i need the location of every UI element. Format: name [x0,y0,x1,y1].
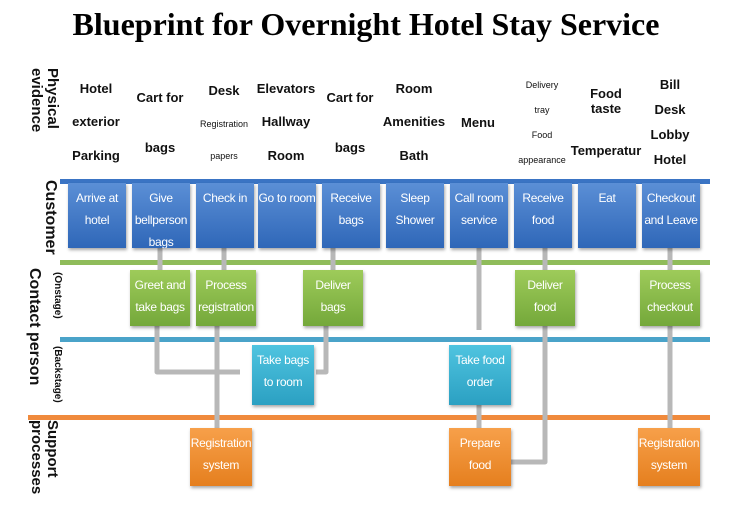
arrow [154,326,240,375]
customer-step: Checkout and Leave [642,183,700,248]
evidence-text: Bath [399,147,429,163]
onstage-step: Process registration [196,270,256,326]
evidence-cell: Menu [446,72,510,172]
evidence-cell: Cart for bags [318,72,382,172]
evidence-text: Hallway [261,114,311,130]
evidence-text: Lobby [650,127,690,142]
evidence-text: tray [534,104,550,115]
evidence-text: Menu [461,114,495,130]
support-step: Prepare food [449,428,511,486]
line-of-interaction [60,260,710,265]
onstage-step: Deliver bags [303,270,363,326]
customer-step: Receive food [514,183,572,248]
arrow [508,326,548,465]
customer-step: Call room service [450,183,508,248]
evidence-text: Room [395,81,433,97]
evidence-text: Food [531,129,553,140]
onstage-step: Process checkout [640,270,700,326]
customer-step: Arrive at hotel [68,183,126,248]
customer-step: Check in [196,183,254,248]
evidence-cell: Cart for bags [128,72,192,172]
customer-step: Give bellperson bags [132,183,190,248]
evidence-text: bags [144,139,176,155]
evidence-text: Bill [659,77,681,92]
support-step: Registration system [638,428,700,486]
evidence-text: appearance [518,154,566,165]
customer-step: Receive bags [322,183,380,248]
arrow [316,326,329,375]
evidence-text: Parking [72,147,120,163]
diagram-title: Blueprint for Overnight Hotel Stay Servi… [72,6,660,42]
evidence-text: bags [334,139,366,155]
evidence-text: exterior [72,114,120,130]
evidence-text: Desk [654,102,686,117]
evidence-text: Hotel [653,152,687,167]
line-of-internal-interaction [28,415,710,420]
support-step: Registration system [190,428,252,486]
evidence-text: Delivery [525,79,559,90]
evidence-text: Temperatur [570,143,642,159]
line-of-visibility [60,337,710,342]
customer-step: Sleep Shower [386,183,444,248]
customer-lane-line [60,179,710,184]
evidence-text: Cart for [326,89,374,105]
evidence-text: Food taste [590,85,622,116]
evidence-text: Desk [208,82,240,98]
backstage-step: Take food order [449,345,511,405]
onstage-step: Deliver food [515,270,575,326]
evidence-text: Registration [199,119,249,130]
customer-step: Eat [578,183,636,248]
evidence-text: Hotel [79,81,113,97]
backstage-step: Take bags to room [252,345,314,405]
onstage-step: Greet and take bags [130,270,190,326]
evidence-text: papers [210,151,238,162]
customer-step: Go to room [258,183,316,248]
evidence-text: Cart for [136,89,184,105]
evidence-text: Amenities [382,114,446,130]
evidence-text: Elevators [256,81,316,97]
evidence-text: Room [267,147,305,163]
